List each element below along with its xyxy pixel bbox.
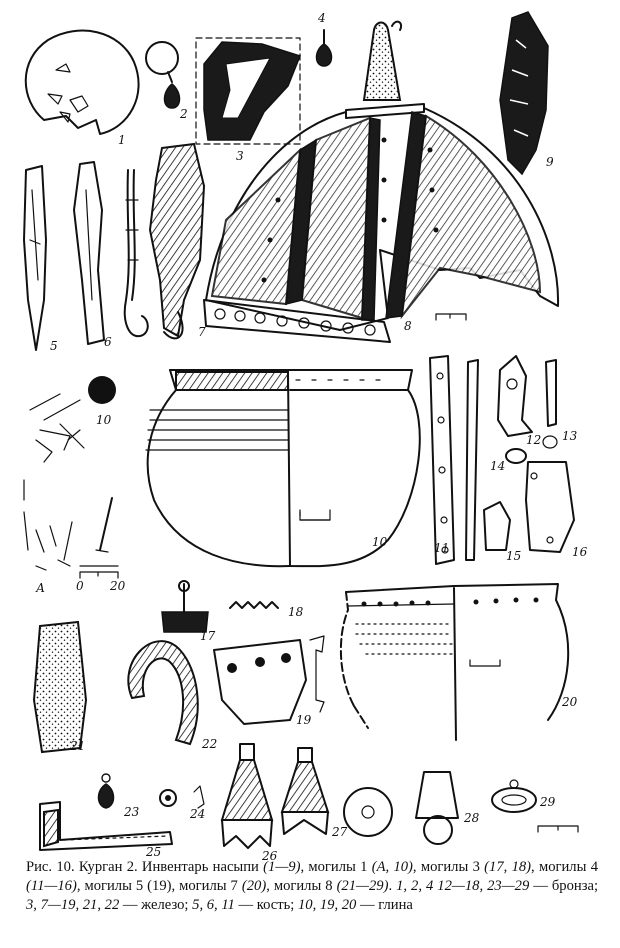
fig-label-26: 26 [261, 849, 278, 860]
fig-label-28: 28 [463, 811, 480, 825]
artifact-3-iron-fragment [195, 37, 301, 145]
caption-part: , могилы 4 [531, 859, 598, 875]
caption-part: — кость; [234, 897, 298, 913]
caption-part: — глина [356, 897, 413, 913]
artifact-22-bracelet [127, 640, 199, 746]
artifact-21-plate [32, 620, 88, 754]
fig-label-21: 21 [69, 739, 85, 753]
caption-part: (21—29) [336, 878, 389, 894]
artifact-7-iron-plate [148, 142, 206, 340]
artifact-plate: 1 2 3 4 5 6 7 8 9 10 10 11 12 13 14 15 1… [23, 11, 588, 860]
caption-part: (17, 18) [484, 859, 532, 875]
fig-label-7: 7 [198, 325, 206, 339]
artifact-14-bead [505, 448, 527, 464]
fig-label-5: 5 [50, 339, 58, 353]
fig-label-2: 2 [179, 107, 188, 121]
artifact-6-bone-tool [73, 161, 105, 345]
fig-label-8: 8 [404, 319, 412, 333]
fig-label-11: 11 [434, 541, 449, 555]
caption-part: — бронза; [529, 878, 599, 894]
fig-label-10-pot: 10 [372, 535, 388, 549]
artifact-18-spiral [229, 601, 279, 609]
scale-label-zero: 0 [76, 579, 84, 593]
fig-label-14: 14 [490, 459, 505, 473]
caption-part: 3, 7—19, 21, 22 [26, 897, 120, 913]
figure-numbers: 1 2 3 4 5 6 7 8 9 10 10 11 12 13 14 15 1… [35, 11, 588, 860]
artifact-5-bone-tool [23, 165, 47, 351]
fig-label-23: 23 [123, 805, 140, 819]
helmet-rim-rivets [214, 308, 376, 336]
caption-part: — железо; [119, 897, 193, 913]
caption-part: Рис. 10. Курган 2. Инвентарь насыпи [26, 859, 264, 875]
scale-bar-grave-8 [537, 825, 579, 833]
caption-part: 5, 6, 11 [192, 897, 235, 913]
artifact-1-round-plaque [24, 29, 140, 135]
artifact-19-clay-fragment [213, 635, 325, 725]
fig-label-20: 20 [561, 695, 578, 709]
fig-label-6: 6 [104, 335, 112, 349]
artifact-7-hook [123, 169, 149, 338]
artifact-28-cone-bell [415, 771, 459, 845]
artifact-16-plate [525, 461, 575, 553]
artifact-8-helmet [203, 20, 560, 343]
scale-bar-pot-10 [299, 511, 331, 521]
fig-label-3: 3 [236, 149, 244, 163]
fig-label-13: 13 [562, 429, 578, 443]
scale-bar-grave-1 [79, 571, 119, 579]
caption-part: , могилы 3 [412, 859, 485, 875]
caption-part: (1—9) [263, 859, 301, 875]
fig-label-17: 17 [200, 629, 216, 643]
caption-part: , могилы 1 [300, 859, 372, 875]
artifact-12-pendant [497, 355, 533, 437]
artifact-23-pendant [97, 773, 115, 809]
fig-label-27: 27 [331, 825, 348, 839]
artifact-27-bell [280, 747, 330, 835]
caption-part: 10, 19, 20 [297, 897, 357, 913]
caption-part: , могилы 8 [266, 878, 337, 894]
fig-label-25: 25 [145, 845, 161, 859]
artifact-10-bead [88, 376, 116, 404]
fig-label-10-bead: 10 [96, 413, 112, 427]
artifact-29-bead-ring [491, 779, 537, 813]
artifact-27-disc [343, 787, 393, 837]
caption-part: , могилы 5 (19), могилы 7 [76, 878, 242, 894]
fig-label-15: 15 [506, 549, 521, 563]
fig-label-24: 24 [189, 807, 205, 821]
scale-label-twenty: 20 [109, 579, 126, 593]
artifact-26-bell [220, 743, 274, 849]
fig-label-A: А [35, 581, 45, 595]
fig-label-4: 4 [317, 11, 326, 25]
artifact-A-bone-pieces [23, 393, 119, 571]
artifact-17-buckle [161, 580, 209, 633]
fig-label-12: 12 [526, 433, 541, 447]
fig-label-18: 18 [288, 605, 304, 619]
artifact-4-bell-pendant [315, 29, 333, 67]
fig-label-19: 19 [296, 713, 312, 727]
artifact-9-iron-object [499, 11, 549, 176]
caption-part: . [388, 878, 397, 894]
fig-label-29: 29 [539, 795, 556, 809]
artifact-15-plate [483, 501, 511, 551]
artifact-11-bone-strip [429, 355, 479, 565]
artifact-25-belt-plate [39, 801, 173, 851]
caption-part: (20) [241, 878, 267, 894]
artifact-2-ring-pendant [145, 41, 181, 109]
fig-label-22: 22 [201, 737, 217, 751]
artifact-24-rings [159, 785, 205, 809]
fig-label-9: 9 [546, 155, 554, 169]
artifact-20-clay-pot [339, 583, 570, 741]
figure-caption: Рис. 10. Курган 2. Инвентарь насыпи (1—9… [26, 858, 598, 915]
scale-bar-helmet [435, 313, 467, 321]
caption-part: (11—16) [26, 878, 77, 894]
artifact-13-rod [542, 359, 558, 449]
fig-label-1: 1 [118, 133, 126, 147]
caption-part: (А, 10) [371, 859, 413, 875]
caption-part: 1, 2, 4 12—18, 23—29 [396, 878, 530, 894]
artifact-10-clay-pot [145, 369, 421, 568]
fig-label-16: 16 [572, 545, 588, 559]
